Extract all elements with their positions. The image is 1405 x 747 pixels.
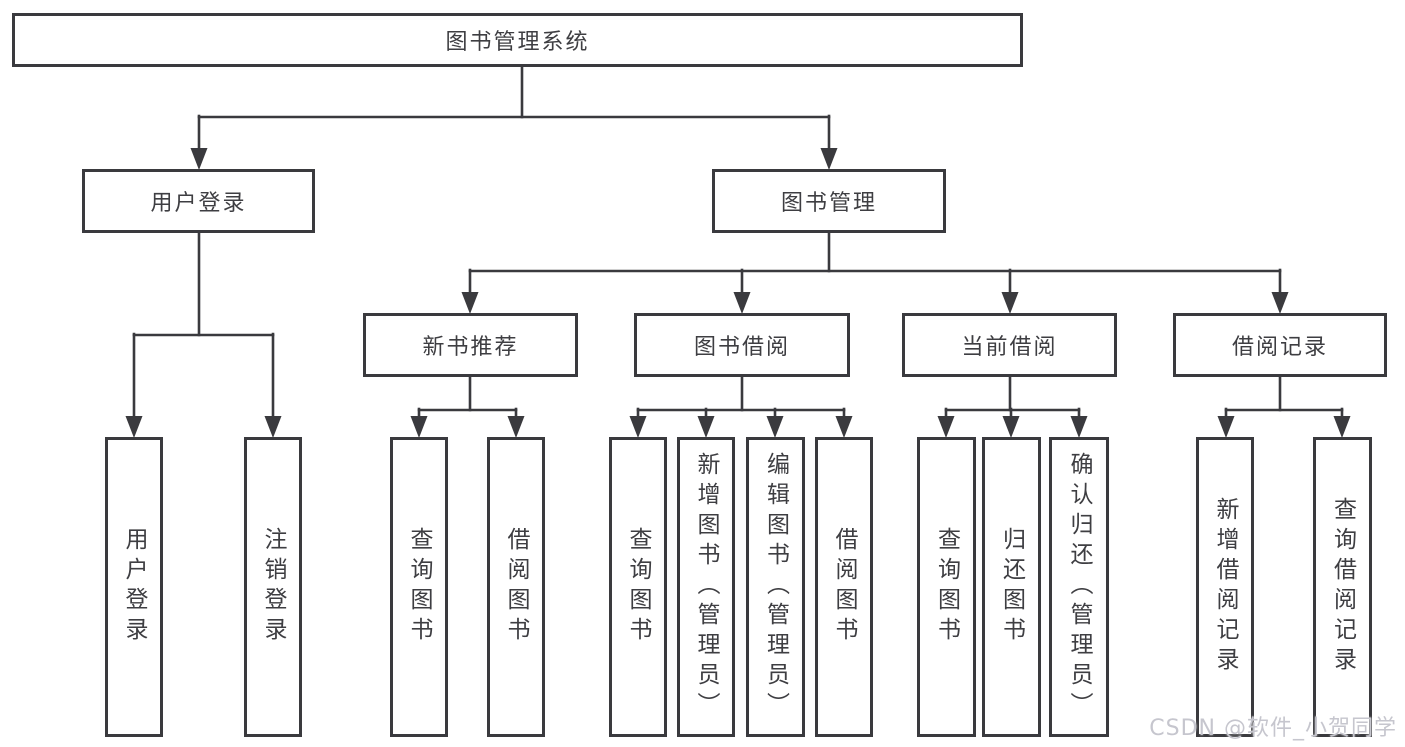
leaf-query-books-borrowing-label: 查询图书 bbox=[625, 527, 651, 647]
leaf-return-books-label: 归还图书 bbox=[998, 527, 1025, 647]
arrowhead bbox=[1333, 416, 1351, 438]
arrowhead bbox=[629, 416, 647, 438]
arrowhead bbox=[697, 416, 715, 438]
node-new-book-recommend-label: 新书推荐 bbox=[422, 335, 519, 360]
node-new-book-recommend: 新书推荐 bbox=[363, 313, 578, 377]
leaf-query-books-current: 查询图书 bbox=[917, 437, 976, 737]
leaf-query-borrow-record: 查询借阅记录 bbox=[1313, 437, 1372, 737]
arrowhead bbox=[507, 416, 525, 438]
arrowhead bbox=[733, 292, 751, 314]
node-user-login: 用户登录 bbox=[82, 169, 315, 233]
csdn-watermark: CSDN @软件_小贺同学 bbox=[1149, 716, 1397, 741]
leaf-query-books-current-label: 查询图书 bbox=[933, 527, 960, 647]
leaf-borrow-books-recommend-label: 借阅图书 bbox=[503, 527, 529, 647]
leaf-confirm-return-admin-label: 确认归还（管理员） bbox=[1066, 452, 1092, 722]
leaf-edit-books-admin: 编辑图书（管理员） bbox=[746, 437, 805, 737]
leaf-edit-books-admin-label: 编辑图书（管理员） bbox=[762, 452, 789, 722]
connector-new-book-recommend-children bbox=[410, 374, 525, 438]
node-user-login-label: 用户登录 bbox=[150, 191, 247, 216]
arrowhead bbox=[1001, 292, 1019, 314]
arrowhead bbox=[1002, 416, 1020, 438]
leaf-logout: 注销登录 bbox=[244, 437, 302, 737]
arrowhead bbox=[1070, 416, 1088, 438]
node-book-borrowing: 图书借阅 bbox=[634, 313, 850, 377]
connector-book-borrowing-children bbox=[629, 374, 853, 438]
leaf-query-borrow-record-label: 查询借阅记录 bbox=[1329, 497, 1356, 677]
arrowhead bbox=[937, 416, 955, 438]
leaf-user-login: 用户登录 bbox=[105, 437, 163, 737]
leaf-add-books-admin: 新增图书（管理员） bbox=[677, 437, 735, 737]
arrowhead bbox=[264, 416, 282, 438]
connector-user-login-children bbox=[125, 230, 282, 438]
node-borrow-records-label: 借阅记录 bbox=[1231, 335, 1328, 360]
arrowhead bbox=[190, 148, 208, 170]
node-book-borrowing-label: 图书借阅 bbox=[693, 335, 790, 360]
node-current-borrowing: 当前借阅 bbox=[902, 313, 1117, 377]
node-library-system-label: 图书管理系统 bbox=[445, 30, 590, 55]
leaf-query-books-borrowing: 查询图书 bbox=[609, 437, 667, 737]
leaf-borrow-books-label: 借阅图书 bbox=[831, 527, 857, 647]
connector-current-borrowing-children bbox=[937, 374, 1088, 438]
leaf-return-books: 归还图书 bbox=[982, 437, 1041, 737]
node-borrow-records: 借阅记录 bbox=[1173, 313, 1387, 377]
leaf-add-borrow-record-label: 新增借阅记录 bbox=[1212, 497, 1238, 677]
arrowhead bbox=[410, 416, 428, 438]
leaf-user-login-label: 用户登录 bbox=[121, 527, 147, 647]
connector-root-to-level2 bbox=[190, 64, 838, 170]
leaf-query-books-recommend: 查询图书 bbox=[390, 437, 448, 737]
leaf-add-books-admin-label: 新增图书（管理员） bbox=[693, 452, 719, 722]
arrowhead bbox=[461, 292, 479, 314]
arrowhead bbox=[125, 416, 143, 438]
node-book-management-label: 图书管理 bbox=[780, 191, 877, 216]
leaf-logout-label: 注销登录 bbox=[260, 527, 286, 647]
node-current-borrowing-label: 当前借阅 bbox=[961, 335, 1058, 360]
arrowhead bbox=[835, 416, 853, 438]
node-book-management: 图书管理 bbox=[712, 169, 946, 233]
leaf-borrow-books-recommend: 借阅图书 bbox=[487, 437, 545, 737]
connector-book-management-sections bbox=[461, 230, 1289, 314]
leaf-add-borrow-record: 新增借阅记录 bbox=[1196, 437, 1254, 737]
connector-borrow-records-children bbox=[1217, 374, 1351, 438]
leaf-query-books-recommend-label: 查询图书 bbox=[406, 527, 432, 647]
arrowhead bbox=[1217, 416, 1235, 438]
leaf-confirm-return-admin: 确认归还（管理员） bbox=[1049, 437, 1109, 737]
node-library-system: 图书管理系统 bbox=[12, 13, 1023, 67]
arrowhead bbox=[820, 148, 838, 170]
leaf-borrow-books: 借阅图书 bbox=[815, 437, 873, 737]
arrowhead bbox=[766, 416, 784, 438]
arrowhead bbox=[1271, 292, 1289, 314]
